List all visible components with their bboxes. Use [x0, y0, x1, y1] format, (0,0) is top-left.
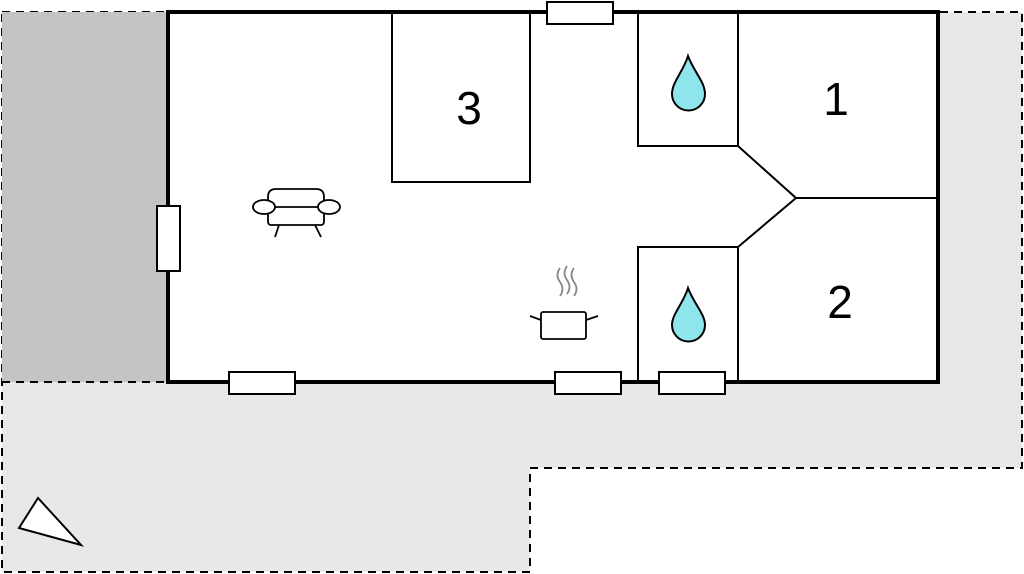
window-bottom-right: [658, 371, 726, 395]
room-label-2: 2: [827, 276, 853, 328]
water-drop-icon: [670, 52, 707, 112]
water-drop-icon: [670, 284, 707, 343]
room-label-1: 1: [823, 73, 849, 125]
bathroom-lower-walls: [637, 246, 739, 382]
window-top: [546, 1, 614, 25]
window-left: [156, 205, 181, 272]
room-1-2-divider: [737, 145, 938, 248]
covered-terrace: [2, 12, 168, 382]
windows: [156, 1, 726, 395]
window-bottom-left: [228, 371, 296, 395]
cooking-pot-icon: [529, 265, 599, 340]
north-arrow-icon: [17, 496, 85, 547]
sofa-icon: [252, 188, 341, 238]
room-label-3: 3: [456, 82, 482, 134]
bathroom-upper-walls: [637, 12, 739, 147]
window-bottom-middle: [554, 371, 622, 395]
